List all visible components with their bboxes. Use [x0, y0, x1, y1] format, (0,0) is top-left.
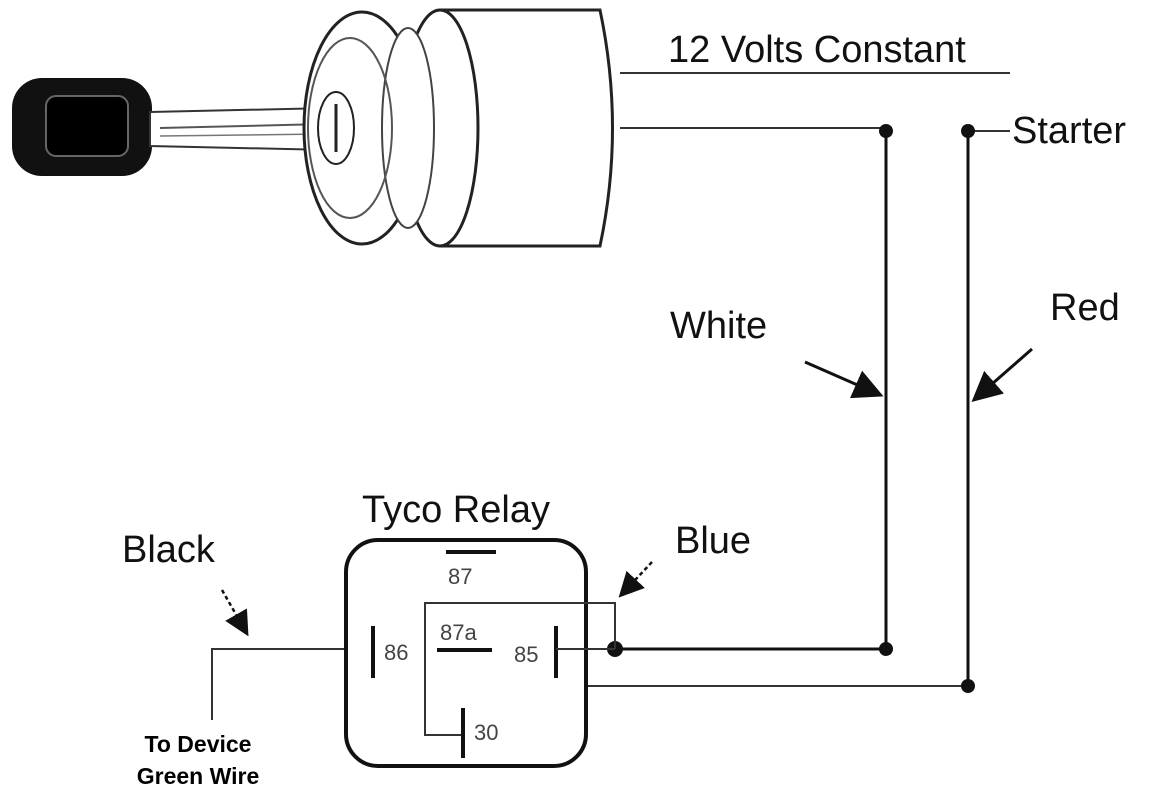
red-arrow — [971, 347, 1033, 402]
red-label: Red — [1050, 287, 1120, 329]
ignition-key-icon — [12, 78, 331, 176]
blue-arrow — [618, 561, 653, 598]
pin-87-label: 87 — [448, 564, 472, 589]
relay-title: Tyco Relay — [362, 489, 550, 531]
junction-node — [879, 642, 893, 656]
black-arrow — [220, 589, 249, 637]
pin-87a-label: 87a — [440, 620, 477, 645]
pin-85-label: 85 — [514, 642, 538, 667]
constant-label: 12 Volts Constant — [668, 29, 966, 71]
device-label-line2: Green Wire — [137, 763, 260, 789]
blue-label: Blue — [675, 520, 751, 562]
white-arrow — [804, 360, 884, 399]
pin-86-label: 86 — [384, 640, 408, 665]
junction-node — [961, 679, 975, 693]
white-label: White — [670, 305, 767, 347]
device-label-line1: To Device — [145, 731, 252, 757]
black-label: Black — [122, 529, 216, 571]
junction-node — [879, 124, 893, 138]
starter-label: Starter — [1012, 110, 1126, 152]
relay-body — [344, 538, 616, 768]
junction-node — [961, 124, 975, 138]
ignition-switch-icon — [302, 8, 614, 248]
pin-30-label: 30 — [474, 720, 498, 745]
